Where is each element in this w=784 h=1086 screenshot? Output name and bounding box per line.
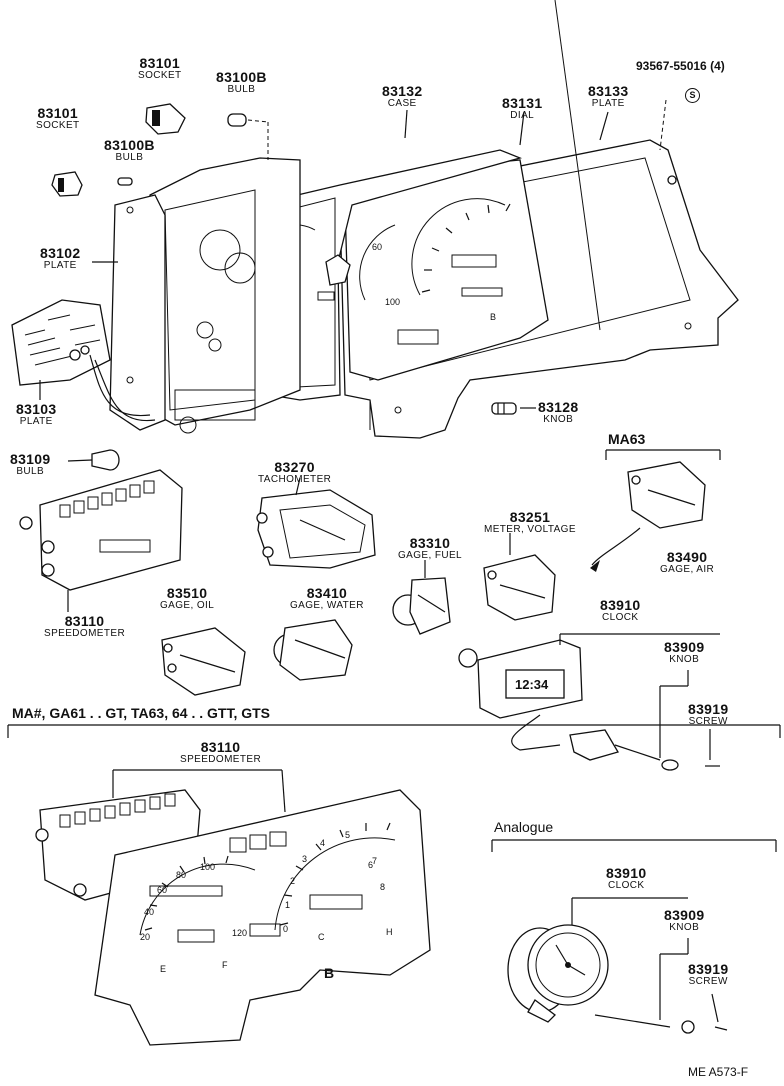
svg-text:60: 60 xyxy=(372,242,382,252)
svg-text:8: 8 xyxy=(380,882,385,892)
svg-text:F: F xyxy=(222,960,228,970)
svg-text:60: 60 xyxy=(157,885,167,895)
group-label-ma63: MA63 xyxy=(608,431,646,447)
dial-plate-bottom: 20 40 60 80 100 120 0 1 2 3 4 5 6 7 8 E … xyxy=(94,789,431,1046)
svg-text:B: B xyxy=(490,312,496,322)
fuel-gauge-83310 xyxy=(392,560,451,635)
voltmeter-83251 xyxy=(483,533,556,621)
hardware-ref-number: 93567-55016 (4) xyxy=(636,59,725,73)
bottom-dial-speed-labels: 20 40 60 80 100 120 xyxy=(140,862,247,942)
sheet-code: ME A573-F xyxy=(688,1065,749,1079)
group-label-models: MA#, GA61 . . GT, TA63, 64 . . GTT, GTS xyxy=(12,705,271,721)
svg-text:7: 7 xyxy=(372,856,377,866)
hardware-ref-symbol: S xyxy=(685,88,700,103)
bottom-dial-tacho-labels: 0 1 2 3 4 5 6 7 8 xyxy=(283,830,385,934)
water-gauge-83410 xyxy=(273,619,353,681)
svg-text:5: 5 xyxy=(345,830,350,840)
knob-83128 xyxy=(491,402,517,415)
svg-text:1: 1 xyxy=(285,900,290,910)
speedometer-unit-83110-top xyxy=(19,469,183,612)
svg-text:C: C xyxy=(318,932,325,942)
svg-text:100: 100 xyxy=(385,297,400,307)
svg-text:0: 0 xyxy=(283,924,288,934)
svg-text:H: H xyxy=(386,927,393,937)
socket-83101-top xyxy=(145,103,186,135)
group-label-analogue: Analogue xyxy=(494,819,554,835)
svg-text:B: B xyxy=(324,965,334,981)
bulb-83109 xyxy=(67,449,120,471)
svg-text:40: 40 xyxy=(144,907,154,917)
svg-text:4: 4 xyxy=(320,838,325,848)
clock-digital-83910: 12:34 xyxy=(458,633,720,771)
digital-clock-readout: 12:34 xyxy=(515,677,549,692)
dial-tick-marks xyxy=(421,203,511,293)
svg-text:20: 20 xyxy=(140,932,150,942)
svg-text:2: 2 xyxy=(290,876,295,886)
bottom-dial-gauge-letters: E F C H B xyxy=(160,927,393,981)
bulb-83100B-top xyxy=(227,113,269,160)
clock-analogue-83910 xyxy=(507,897,728,1034)
svg-text:100: 100 xyxy=(200,862,215,872)
oil-gauge-83510 xyxy=(161,627,246,696)
svg-text:80: 80 xyxy=(176,870,186,880)
svg-text:6: 6 xyxy=(368,860,373,870)
dial-83131: 100 60 B xyxy=(344,159,549,381)
air-gauge-83490 xyxy=(590,461,706,572)
printed-circuit-83103 xyxy=(11,299,156,422)
bulb-83100B-left xyxy=(117,177,133,186)
svg-text:3: 3 xyxy=(302,854,307,864)
svg-text:E: E xyxy=(160,964,166,974)
housing-83102 xyxy=(109,157,301,434)
socket-83101-left xyxy=(51,171,83,197)
svg-text:120: 120 xyxy=(232,928,247,938)
tachometer-83270 xyxy=(256,477,376,569)
